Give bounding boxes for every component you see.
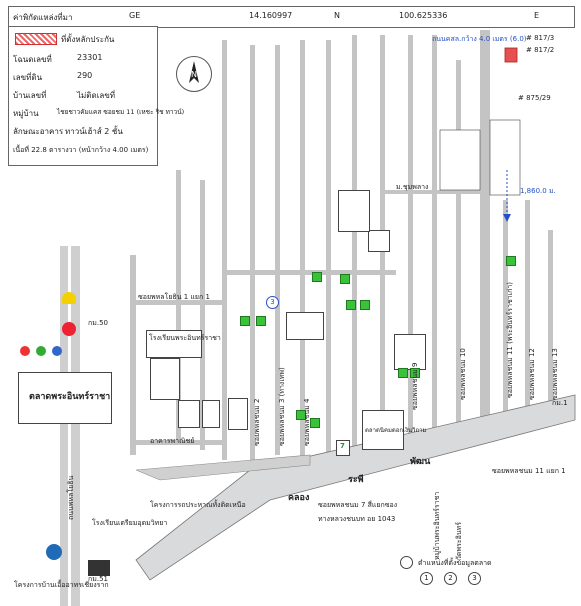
building-box-5	[286, 312, 324, 340]
shops-label: อาคารพาณิชย์	[150, 437, 195, 445]
building-box-8	[338, 190, 370, 232]
village-label-1: ม.ชุมพลาง	[396, 183, 429, 191]
project-label: โครงการรถประหาณทั้งติดเหนือ	[150, 501, 246, 509]
soi-3-vertical-label: ซอยพหลชนม 3 (ทางเทพ)	[278, 367, 286, 446]
house-marker	[256, 316, 266, 326]
shell-logo-icon	[62, 292, 76, 304]
fuel-logo-icon	[62, 322, 76, 336]
legend-hatch-swatch	[15, 33, 57, 45]
legend-marker-2: 2	[444, 572, 457, 585]
house-label: บ้านเลขที่	[13, 91, 47, 100]
housing-blocks	[439, 119, 521, 196]
house-marker	[360, 300, 370, 310]
km50-label: กม.50	[88, 319, 108, 327]
canal-label-c: พัฒน	[410, 457, 431, 467]
land-value: 290	[77, 71, 93, 80]
building-box-2	[178, 400, 200, 428]
house-marker	[340, 274, 350, 284]
highway-left	[60, 246, 80, 606]
house-value: ไม่ติดเลขที่	[77, 91, 116, 100]
km1-label: กม.1	[552, 399, 568, 407]
bank-logo-icon	[46, 544, 62, 560]
legend-label: ที่ตั้งหลักประกัน	[61, 35, 115, 44]
house-marker	[346, 300, 356, 310]
house-marker	[506, 256, 516, 266]
coord-label: ค่าพิกัดแหล่งที่มา	[13, 13, 73, 22]
soi-12-vertical-label: ซอยพหลชนม 12	[528, 348, 536, 400]
house-marker	[310, 418, 320, 428]
longitude-value: 100.625336	[399, 11, 448, 20]
highway-name-label: ถนนพหลโยธิน	[67, 475, 75, 520]
building-box-1	[150, 358, 180, 400]
distance-label: 1,860.0 ม.	[520, 187, 556, 195]
bank-logo-icon	[52, 346, 62, 356]
svg-text:N: N	[191, 70, 197, 79]
building-box-7	[368, 230, 390, 252]
target-plot	[504, 47, 518, 63]
km51-label: กม.51	[88, 575, 108, 583]
bank-logo-icon	[20, 346, 30, 356]
legend-marker-3: 3	[468, 572, 481, 585]
school2-label: โรงเรียนเตรียมอุดมวิทยา	[92, 519, 168, 527]
soi-13-vertical-label: ซอยพหลชนม 13	[551, 348, 559, 400]
building-label: ลักษณะอาคาร	[13, 127, 64, 136]
market-label: ตลาดพระอินทร์ราชา	[29, 392, 111, 402]
land-label: เลขที่ดิน	[13, 73, 43, 82]
plot-817-2: # 817/2	[526, 46, 555, 54]
deed-label: โฉนดเลขที่	[13, 55, 52, 64]
horizontal-roads	[136, 190, 485, 445]
canal-label-a: คลอง	[288, 493, 310, 503]
building-value: ทาวน์เฮ้าส์ 2 ชั้น	[65, 127, 123, 136]
house-marker	[240, 316, 250, 326]
seven-eleven-label: 7	[340, 442, 345, 450]
building-box-4	[228, 398, 248, 430]
market2-box: ตลาดนิคมดอกเงินวิถาม	[362, 410, 426, 450]
area-value: เนื้อที่ 22.8 ตารางวา (หน้ากว้าง 4.00 เม…	[13, 146, 149, 154]
market2-label: ตลาดนิคมดอกเงินวิถาม	[365, 427, 427, 434]
building-box-3	[202, 400, 220, 428]
soi-10-vertical-label: ซอยพหลชนม 10	[459, 348, 467, 400]
ge-label: GE	[129, 11, 141, 20]
deed-value: 23301	[77, 53, 103, 62]
market-box: ตลาดพระอินทร์ราชา	[18, 372, 112, 424]
highway-1043-label: ทางหลวงชนบท อย 1043	[318, 515, 396, 523]
soi-1-label: ซอยพหลโยธิน 1 แยก 1	[138, 293, 210, 301]
legend-circle-icon	[400, 556, 413, 569]
house-marker	[296, 410, 306, 420]
village-value: ไชยชาวคัมแคส ซอยชม 11 (เหชะ ริช ทาวน์)	[57, 108, 185, 116]
school-label: โรงเรียนพระอินทร์ราชา	[149, 334, 221, 342]
legend-marker-1: 1	[420, 572, 433, 585]
plot-875-29: # 875/29	[518, 94, 551, 102]
building-box-6	[394, 334, 426, 370]
info-panel: ที่ตั้งหลักประกัน โฉนดเลขที่ 23301 เลขที…	[8, 26, 184, 166]
latitude-value: 14.160997	[249, 11, 293, 20]
school-box: โรงเรียนพระอินทร์ราชา	[146, 330, 221, 358]
temple-label: วัดพระอินทร์	[455, 522, 463, 560]
coordinate-bar: ค่าพิกัดแหล่งที่มา GE 14.160997 N 100.62…	[8, 6, 575, 28]
plot-817-3: # 817/3	[526, 34, 555, 42]
village-pp-label: หมู่บ้านพระอินทร์ราชา	[433, 491, 441, 560]
canal-label-b: ระพี	[348, 475, 364, 485]
soi-11-branch-label: ซอยพหลชนม 11 แยก 1	[492, 467, 566, 475]
nissan-logo-icon	[88, 560, 110, 576]
soi-4-vertical-label: ซอยพหลชนม 4	[303, 398, 311, 446]
road-width-label: ถนนคสล.กว้าง 4.0 เมตร (6.0)	[432, 35, 527, 43]
house-marker	[410, 368, 420, 378]
soi-2-vertical-label: ซอยพหลชนม 2	[253, 398, 261, 446]
e-label: E	[534, 11, 540, 20]
north-arrow-icon: N	[176, 56, 212, 92]
village-label: หมู่บ้าน	[13, 109, 39, 118]
legend-text: ตำแหน่งที่ตั้งข้อมูลตลาด	[418, 559, 492, 567]
canal	[135, 394, 576, 581]
village-project-label: โครงการบ้านเอื้ออาทรเชียงราก	[14, 581, 109, 589]
soi-9-vertical-label: ซอยพหลชนม 9	[411, 362, 419, 410]
location-marker-3: 3	[266, 296, 279, 309]
soi-7-label: ซอยพหลชนม 7 สี่แยกซอง	[318, 501, 398, 509]
house-marker	[312, 272, 322, 282]
house-marker	[398, 368, 408, 378]
seven-eleven-box: 7	[336, 440, 350, 456]
n-label: N	[334, 11, 340, 20]
bank-logo-icon	[36, 346, 46, 356]
soi-11-vertical-label: ซอยพหลชนม 11 (พระอินทร์ราชาเก่า)	[506, 282, 514, 398]
